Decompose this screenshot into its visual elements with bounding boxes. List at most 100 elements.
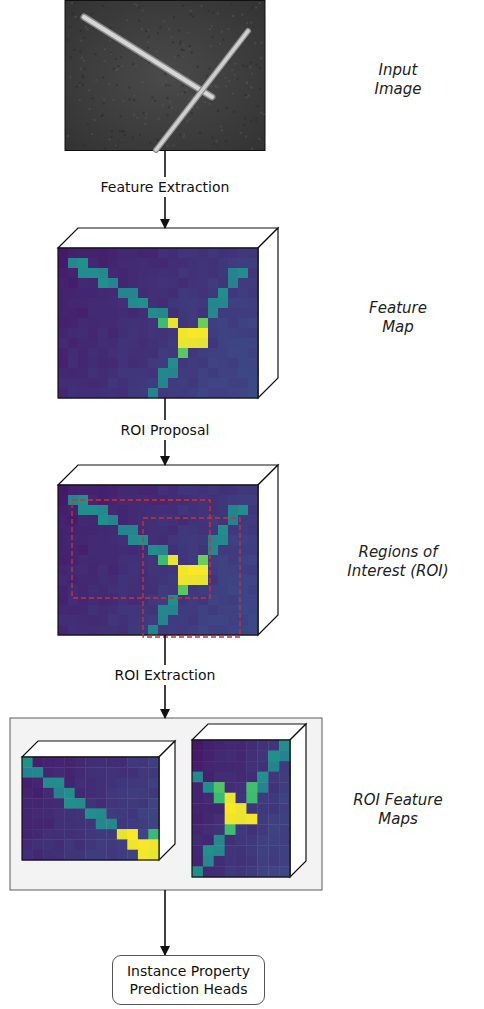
heat-cell [214,803,225,814]
heat-cell [178,328,188,338]
heat-cell [64,798,75,809]
heat-cell [238,368,248,378]
heat-cell [257,793,268,804]
heat-cell [225,772,236,783]
heat-cell [68,268,78,278]
input-image [65,1,265,151]
heat-cell [188,318,198,328]
noise-dot [191,112,193,114]
heat-cell [78,615,88,625]
heat-cell [88,358,98,368]
heat-cell [78,545,88,555]
heat-cell [138,328,148,338]
noise-dot [167,145,169,147]
noise-dot [122,130,124,132]
heat-cell [58,308,68,318]
heat-cell [257,814,268,825]
heat-cell [138,850,149,861]
heat-cell [228,585,238,595]
heat-cell [188,545,198,555]
heat-cell [238,248,248,258]
noise-dot [136,4,138,6]
noise-dot [143,112,145,114]
heat-cell [75,798,86,809]
noise-dot [187,75,189,77]
heat-cell [118,545,128,555]
heat-cell [127,788,138,799]
heat-cell [168,338,178,348]
noise-dot [156,50,158,52]
noise-dot [182,85,184,87]
noise-dot [83,60,85,62]
heat-cell [218,368,228,378]
heat-cell [98,308,108,318]
noise-dot [180,40,182,42]
heat-cell [58,328,68,338]
heat-cell [268,835,279,846]
heat-cell [138,505,148,515]
heat-cell [138,368,148,378]
heat-cell [248,288,258,298]
heat-cell [198,258,208,268]
heat-cell [58,298,68,308]
noise-dot [259,138,261,140]
heat-cell [127,778,138,789]
heat-cell [85,829,96,840]
noise-dot [261,42,263,44]
heat-cell [198,505,208,515]
noise-dot [108,83,110,85]
heat-cell [203,814,214,825]
heat-cell [75,829,86,840]
noise-dot [226,107,228,109]
noise-dot [116,146,118,148]
heat-cell [188,358,198,368]
heat-cell [198,605,208,615]
noise-dot [212,12,214,14]
heat-cell [68,348,78,358]
heat-cell [248,505,258,515]
heat-cell [214,814,225,825]
noise-dot [228,80,230,82]
stage-figure: ROI Feature Maps [10,718,322,890]
heat-cell [98,575,108,585]
heat-cell [188,575,198,585]
heat-cell [188,368,198,378]
noise-dot [67,135,69,137]
heat-cell [78,338,88,348]
noise-dot [260,57,262,59]
heat-cell [54,850,65,861]
heat-cell [98,595,108,605]
heat-cell [158,248,168,258]
heat-cell [85,819,96,830]
heat-cell [188,555,198,565]
heat-cell [248,575,258,585]
heat-cell [127,809,138,820]
heat-cell [268,824,279,835]
heat-cell [203,845,214,856]
heat-cell [225,793,236,804]
heat-cell [218,575,228,585]
heat-cell [88,308,98,318]
noise-dot [249,66,251,68]
heat-cell [218,565,228,575]
heat-cell [98,605,108,615]
heat-cell [106,788,117,799]
stage-figure: Input Image [65,0,265,150]
heat-cell [158,565,168,575]
heat-cell [58,535,68,545]
heat-cell [88,248,98,258]
heat-cell [246,856,257,867]
heat-cell [246,782,257,793]
heat-cell [158,595,168,605]
heat-cell [178,535,188,545]
heat-cell [85,809,96,820]
heat-cell [198,535,208,545]
heat-cell [228,348,238,358]
heat-cell [178,585,188,595]
heat-cell [246,793,257,804]
heat-cell [238,328,248,338]
heat-cell [148,809,159,820]
heat-cell [248,595,258,605]
heat-cell [128,595,138,605]
noise-dot [251,6,253,8]
